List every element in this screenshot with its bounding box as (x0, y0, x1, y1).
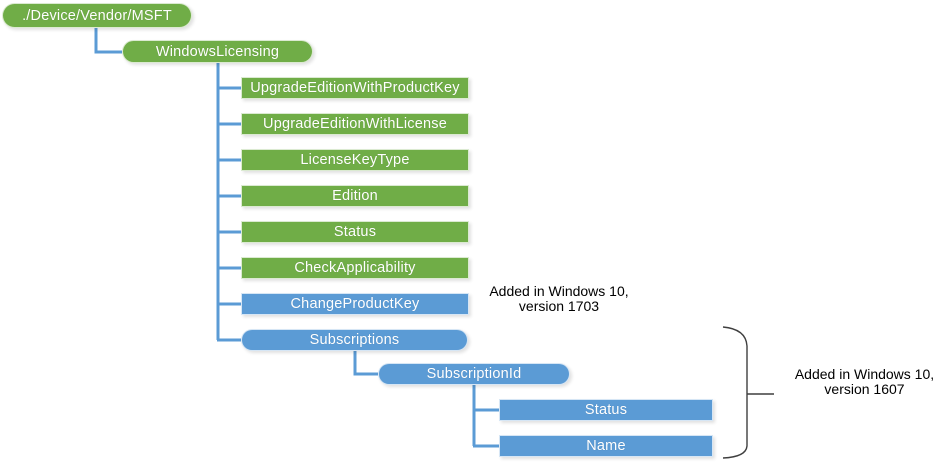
annotation-version-1607-line2: version 1607 (824, 381, 905, 397)
connector-windowslicensing-stubs (217, 86, 241, 342)
annotation-version-1607-line1: Added in Windows 10, (794, 366, 935, 382)
connector-subscriptionid-stubs (473, 408, 499, 448)
node-subscription-name: Name (499, 435, 713, 457)
node-status: Status (241, 221, 469, 243)
node-changeproductkey: ChangeProductKey (241, 293, 469, 315)
annotation-version-1703-line1: Added in Windows 10, (489, 283, 629, 299)
node-subscriptionid: SubscriptionId (378, 363, 570, 385)
node-upgradeeditionwithproductkey: UpgradeEditionWithProductKey (241, 77, 469, 99)
node-device-vendor-msft: ./Device/Vendor/MSFT (2, 3, 192, 28)
connector-subscriptions-to-subscriptionid (353, 350, 378, 376)
node-windowslicensing: WindowsLicensing (122, 40, 313, 63)
annotation-version-1703: Added in Windows 10, version 1703 (470, 284, 648, 314)
node-subscriptions: Subscriptions (241, 329, 468, 351)
node-subscription-status: Status (499, 399, 713, 421)
node-checkapplicability: CheckApplicability (241, 257, 469, 279)
node-edition: Edition (241, 185, 469, 207)
connector-root-to-windowslicensing (94, 28, 122, 54)
annotation-version-1703-line2: version 1703 (518, 298, 600, 314)
annotation-version-1607: Added in Windows 10, version 1607 (775, 367, 940, 397)
node-licensekeytype: LicenseKeyType (241, 149, 469, 171)
node-upgradeeditionwithlicense: UpgradeEditionWithLicense (241, 113, 469, 135)
brace-version-1607 (722, 326, 774, 459)
